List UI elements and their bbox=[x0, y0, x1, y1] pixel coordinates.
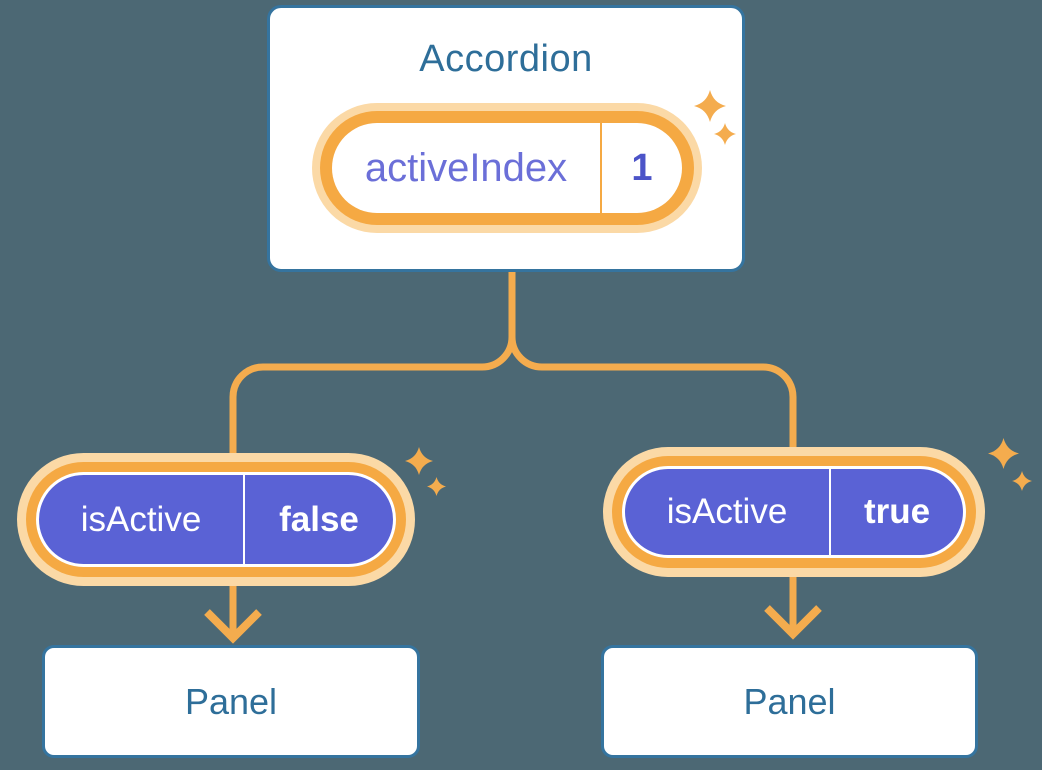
prop-pill-isactive-true: isActive true bbox=[603, 447, 985, 577]
pill-halo: isActive true bbox=[603, 447, 985, 577]
pill-halo: isActive false bbox=[17, 453, 415, 586]
prop-pill-value: false bbox=[243, 475, 393, 564]
connector-root-to-right-pill bbox=[508, 336, 797, 465]
pill-ring: isActive false bbox=[26, 462, 406, 577]
prop-pill-label: isActive bbox=[666, 492, 788, 531]
prop-pill-label: isActive bbox=[80, 499, 202, 539]
prop-pill-isactive-false: isActive false bbox=[17, 453, 415, 586]
accordion-card-title: Accordion bbox=[419, 38, 593, 80]
state-pill-activeindex: activeIndex 1 bbox=[312, 103, 702, 233]
panel-label: Panel bbox=[184, 680, 278, 722]
state-pill-label: activeIndex bbox=[364, 145, 568, 190]
arrow-left-head-icon bbox=[204, 609, 262, 644]
pill-ring: isActive true bbox=[612, 456, 976, 568]
sparkle-icon bbox=[714, 123, 736, 145]
sparkle-icon bbox=[405, 447, 433, 475]
pill-body: isActive false bbox=[36, 472, 396, 567]
panel-card-right: Panel bbox=[601, 645, 978, 758]
prop-pill-value: true bbox=[829, 469, 963, 555]
panel-label: Panel bbox=[743, 680, 836, 722]
sparkle-icon bbox=[694, 90, 726, 122]
pill-ring: activeIndex 1 bbox=[320, 111, 694, 225]
connector-root-to-left-pill bbox=[229, 271, 516, 470]
panel-card-left: Panel bbox=[42, 645, 420, 758]
sparkle-icon bbox=[427, 477, 446, 496]
pill-body: activeIndex 1 bbox=[332, 123, 682, 213]
sparkle-icon bbox=[1012, 471, 1032, 491]
state-pill-value: 1 bbox=[600, 123, 682, 213]
pill-halo: activeIndex 1 bbox=[312, 103, 702, 233]
pill-body: isActive true bbox=[622, 466, 966, 558]
sparkle-icon bbox=[988, 438, 1019, 469]
arrow-right-head-icon bbox=[764, 605, 822, 640]
